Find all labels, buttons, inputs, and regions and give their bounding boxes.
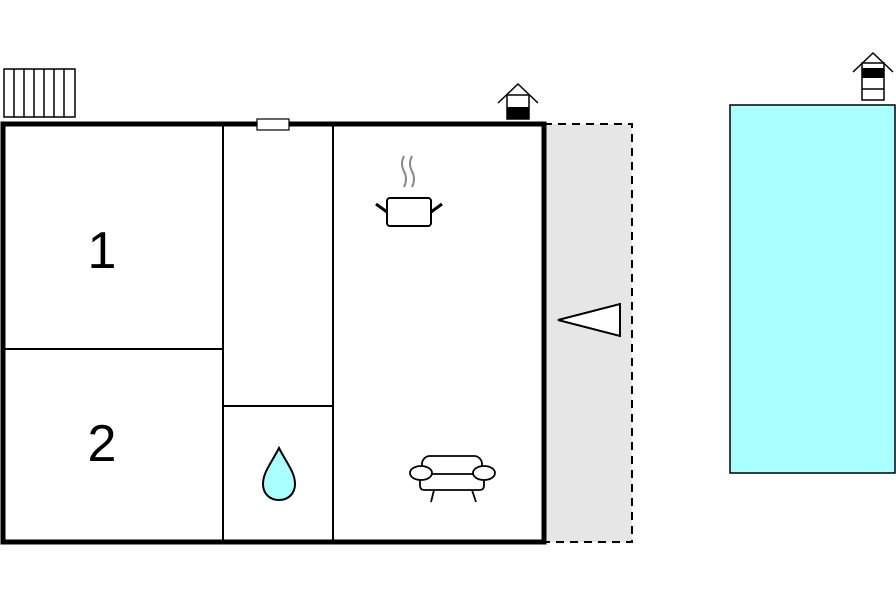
room-label-2: 2 (88, 415, 117, 473)
chimney-icon (852, 51, 894, 101)
cooking-pot-icon (375, 155, 443, 227)
chimney-icon (497, 82, 539, 120)
room-label-1: 1 (88, 222, 117, 280)
radiator-heater-icon (3, 68, 76, 118)
water-drop-icon (261, 445, 297, 502)
swimming-pool (729, 104, 896, 474)
window (256, 118, 290, 131)
sofa-icon (409, 455, 496, 503)
direction-triangle-icon (557, 302, 621, 338)
interior-walls (3, 124, 334, 542)
